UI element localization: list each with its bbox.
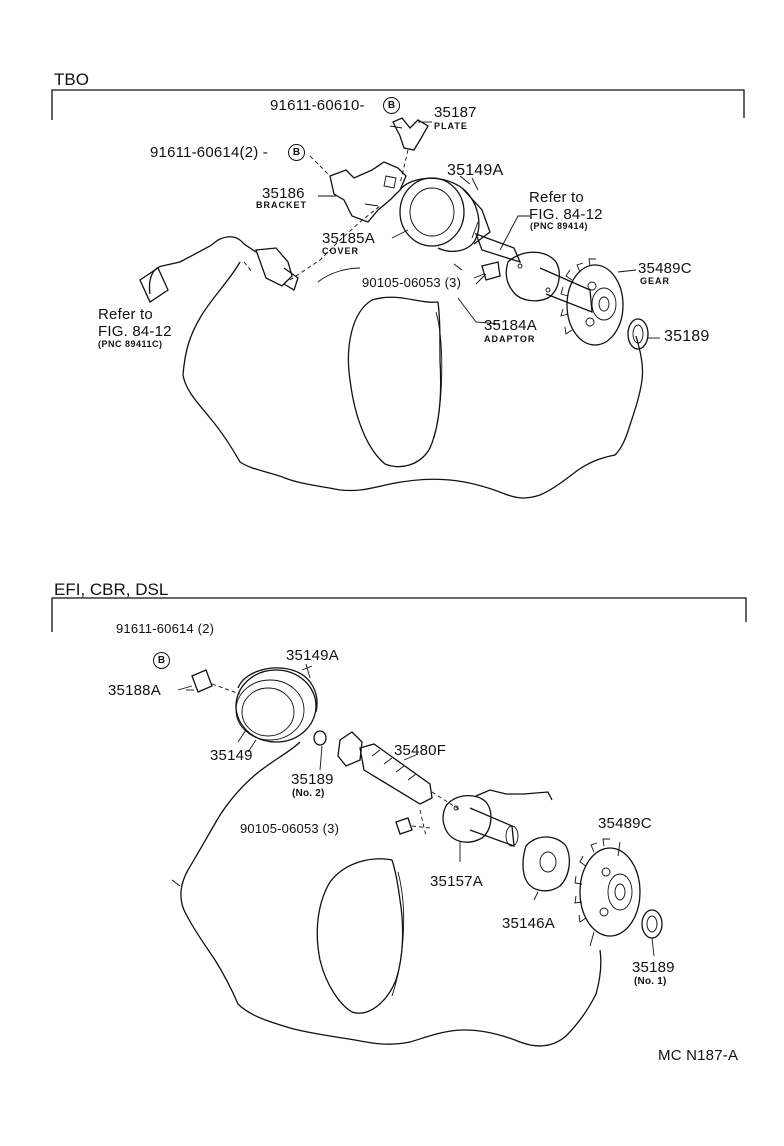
label-fig-84-12-a: FIG. 84-12 [529, 206, 603, 223]
plate-35146a [522, 836, 571, 892]
label-35187: 35187 [434, 104, 477, 121]
clip-35188a [191, 669, 213, 693]
section-title-tbo: TBO [54, 70, 89, 89]
label-35149: 35149 [210, 747, 253, 764]
label-35189-tbo: 35189 [664, 328, 710, 345]
efi-gear-35489c [579, 847, 641, 937]
label-no1: (No. 1) [634, 976, 667, 987]
label-35157a: 35157A [430, 873, 483, 890]
efi-washer-35189-no1 [641, 909, 663, 939]
label-91611-60614-2: 91611-60614(2) - [150, 144, 268, 161]
label-35149a-efi: 35149A [286, 647, 339, 664]
label-35480f: 35480F [394, 742, 447, 759]
plate-35187 [392, 117, 429, 151]
label-pnc-89414: (PNC 89414) [530, 221, 589, 231]
tbo-frame [51, 89, 745, 120]
tbo-shaft [474, 232, 522, 264]
label-35186: 35186 [262, 185, 305, 202]
label-refer-to-b: Refer to [98, 306, 153, 323]
label-35185a: 35185A [322, 230, 375, 247]
adaptor-35184a [505, 251, 560, 302]
label-fig-84-12-b: FIG. 84-12 [98, 323, 172, 340]
label-bracket: BRACKET [256, 200, 307, 210]
bracket-35186 [329, 161, 407, 223]
tbo-gear-35489c [566, 264, 624, 346]
label-cover: COVER [322, 246, 360, 256]
label-90105-06053-tbo: 90105-06053 (3) [362, 275, 462, 290]
label-no2: (No. 2) [292, 788, 325, 799]
label-35184a: 35184A [484, 317, 537, 334]
tbo-opening [347, 296, 442, 468]
label-35189-no2: 35189 [291, 771, 334, 788]
label-35489c-tbo: 35489C [638, 260, 692, 277]
label-35489c-efi: 35489C [598, 815, 652, 832]
label-35149a-tbo: 35149A [447, 162, 504, 179]
bolt-mark-b-2: B [288, 144, 305, 161]
label-35146a: 35146A [502, 915, 555, 932]
footer-code: MC N187-A [658, 1047, 739, 1064]
label-91611-60614-2-efi: 91611-60614 (2) [116, 621, 215, 636]
label-35189-no1: 35189 [632, 959, 675, 976]
label-91611-60610: 91611-60610- [270, 97, 365, 114]
label-35188a: 35188A [108, 682, 161, 699]
label-refer-to-a: Refer to [529, 189, 584, 206]
label-adaptor: ADAPTOR [484, 334, 536, 344]
speed-sensor-cable [148, 236, 257, 295]
tbo-housing-outline [182, 261, 644, 499]
efi-washer-35189-no2 [313, 730, 327, 746]
section-title-efi: EFI, CBR, DSL [54, 580, 169, 599]
label-gear: GEAR [640, 276, 671, 286]
label-90105-06053-efi: 90105-06053 (3) [240, 821, 340, 836]
label-plate: PLATE [434, 121, 468, 131]
bolt-mark-b-1: B [383, 97, 400, 114]
label-pnc-89411c: (PNC 89411C) [98, 339, 163, 349]
adaptor-35157a [442, 795, 492, 843]
driven-gear-35480f [337, 731, 363, 767]
efi-opening [316, 858, 404, 1014]
tbo-washer-35189 [627, 318, 649, 350]
efi-housing-outline [180, 741, 602, 1047]
efi-frame [51, 597, 747, 632]
bolt-mark-b-3: B [153, 652, 170, 669]
